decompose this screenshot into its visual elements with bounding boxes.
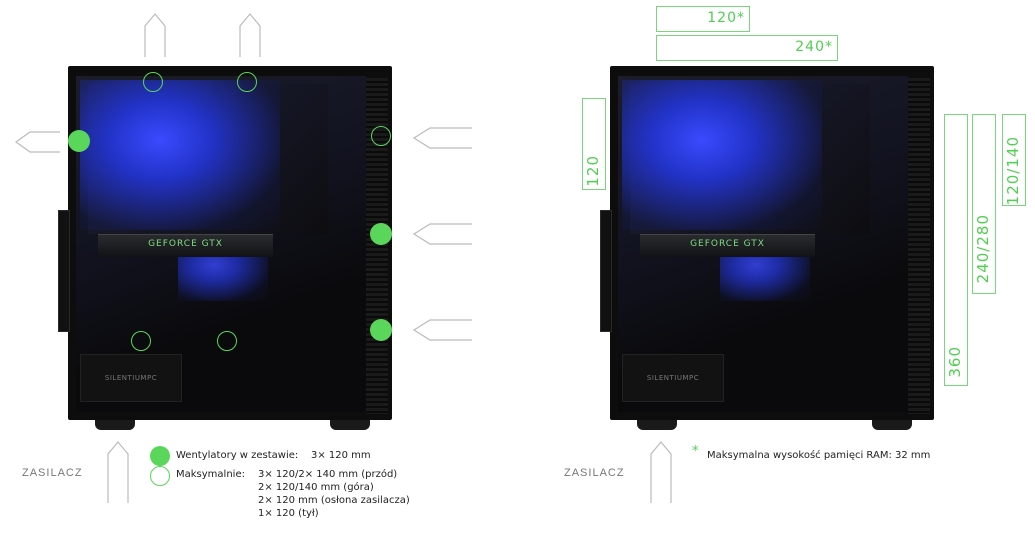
legend-max-label: Maksymalnie: (176, 469, 245, 480)
left-foot-1 (95, 420, 135, 430)
radiator-front-140-box (1002, 114, 1026, 206)
arrow-up-psu-right (650, 441, 672, 503)
arrow-left-intake-2 (412, 223, 472, 245)
fan-front-included-2 (370, 319, 392, 341)
radiator-top-240-box: 240* (656, 35, 838, 61)
left-blue-glow (80, 80, 280, 230)
right-brand-logo: SILENTIUMPC (646, 374, 700, 382)
radiator-front-2: 240/280 (974, 214, 992, 284)
arrow-left-exhaust (14, 131, 60, 153)
radiator-rear: 120 (584, 155, 602, 187)
radiator-front-3: 360 (946, 346, 964, 378)
fan-psu-max-1 (131, 331, 151, 351)
radiator-top-240: 240* (795, 39, 833, 55)
right-psu-shroud: SILENTIUMPC (622, 354, 724, 402)
right-gpu: GEFORCE GTX (640, 234, 815, 257)
fan-front-max-top (371, 126, 391, 146)
arrow-left-intake-1 (412, 127, 472, 149)
arrow-up-exhaust-1 (144, 13, 166, 57)
legend-included-value: 3× 120 mm (311, 450, 371, 461)
fan-front-included-1 (370, 223, 392, 245)
right-hdd-bay (600, 210, 612, 332)
legend-max-value-2: 2× 120/140 mm (góra) (258, 482, 374, 493)
left-brand-logo: SILENTIUMPC (104, 374, 158, 382)
radiator-front-280-box (972, 114, 996, 294)
legend-included-dot (150, 446, 170, 466)
left-hdd-bay (58, 210, 70, 332)
fan-psu-max-2 (217, 331, 237, 351)
legend-included-label: Wentylatory w zestawie: (176, 450, 299, 461)
left-case: GEFORCE GTX SILENTIUMPC (68, 66, 392, 420)
note-text: Maksymalna wysokość pamięci RAM: 32 mm (707, 450, 931, 461)
left-gpu-label: GEFORCE GTX (148, 239, 223, 249)
radiator-front-360-box (944, 114, 968, 386)
left-gpu: GEFORCE GTX (98, 234, 273, 257)
fan-top-max-1 (143, 72, 163, 92)
legend-max-value-1: 3× 120/2× 140 mm (przód) (258, 469, 398, 480)
radiator-top-120-box: 120* (656, 6, 750, 32)
arrow-left-intake-3 (412, 319, 472, 341)
left-psu-shroud: SILENTIUMPC (80, 354, 182, 402)
fan-rear-included (68, 130, 90, 152)
legend-max-value-3: 2× 120 mm (osłona zasilacza) (258, 495, 410, 506)
arrow-up-psu-left (107, 441, 129, 503)
radiator-top-120: 120* (707, 10, 745, 26)
left-psu-label: ZASILACZ (22, 467, 83, 479)
note-star: * (692, 444, 699, 459)
arrow-up-exhaust-2 (239, 13, 261, 57)
right-foot-1 (637, 420, 677, 430)
fan-top-max-2 (237, 72, 257, 92)
right-psu-label: ZASILACZ (564, 467, 625, 479)
left-foot-2 (330, 420, 370, 430)
right-blue-glow (622, 80, 822, 230)
right-case: GEFORCE GTX SILENTIUMPC (610, 66, 934, 420)
radiator-rear-box (582, 98, 606, 190)
radiator-front-1: 120/140 (1004, 136, 1022, 206)
right-gpu-label: GEFORCE GTX (690, 239, 765, 249)
legend-max-value-4: 1× 120 (tył) (258, 508, 319, 519)
right-side-mesh (908, 78, 930, 414)
right-foot-2 (872, 420, 912, 430)
legend-max-ring (150, 466, 170, 486)
